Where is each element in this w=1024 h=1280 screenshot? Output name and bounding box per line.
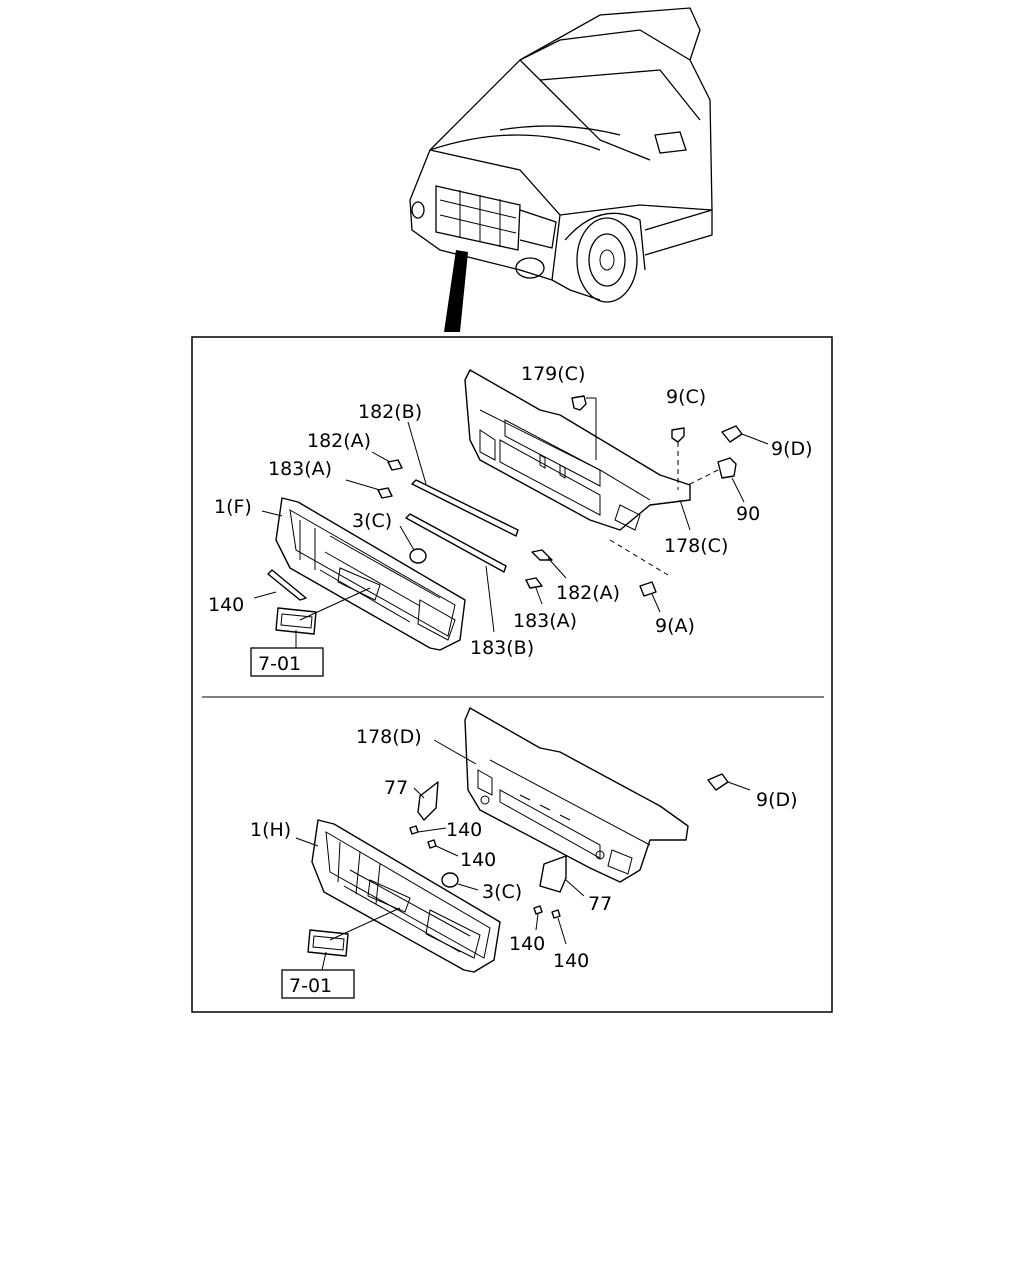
ref-label-top: 7-01: [258, 653, 301, 675]
label-140-a: 140: [446, 819, 482, 841]
part-9a-screw: [609, 539, 669, 613]
label-77-bottom: 77: [588, 893, 612, 915]
label-140-d: 140: [553, 950, 589, 972]
label-182b: 182(B): [358, 401, 422, 423]
part-182a-upper: [387, 459, 403, 471]
label-9a: 9(A): [655, 615, 695, 637]
label-77-top: 77: [384, 777, 408, 799]
part-90-nut: [687, 457, 745, 503]
badge-top: [275, 587, 371, 648]
part-183a-upper: [377, 487, 393, 499]
label-183a-top: 183(A): [268, 458, 332, 480]
ref-box-top: [250, 647, 324, 677]
part-178d-bracket: [433, 707, 689, 883]
part-182a-mid: [531, 549, 553, 561]
label-9d-bottom: 9(D): [756, 789, 798, 811]
ref-box-bottom: [281, 969, 355, 999]
label-182a-top: 182(A): [307, 430, 371, 452]
diagram-frame: [191, 336, 833, 1013]
part-140-clip-b: [427, 839, 437, 849]
part-1f-grille: [261, 497, 466, 651]
part-3c-emblem-top: [399, 525, 427, 564]
label-1f: 1(F): [214, 496, 252, 518]
part-77-pad-top: [417, 781, 439, 821]
badge-bottom: [307, 907, 401, 971]
part-140-clip-a: [409, 825, 419, 835]
label-90: 90: [736, 503, 760, 525]
label-1h: 1(H): [250, 819, 291, 841]
part-140-clip-c: [533, 905, 543, 915]
label-140-c: 140: [509, 933, 545, 955]
part-182b-moulding: [411, 479, 519, 537]
label-9c: 9(C): [666, 386, 706, 408]
label-3c-top: 3(C): [352, 510, 392, 532]
label-183b: 183(B): [470, 637, 534, 659]
part-178c-bracket: [464, 369, 691, 531]
part-140-strip-top: [267, 569, 307, 601]
label-9d-top: 9(D): [771, 438, 813, 460]
part-9d-screw-top: [721, 425, 769, 445]
part-77-pad-bottom: [539, 855, 567, 893]
part-179c-clip: [571, 395, 597, 460]
vehicle-illustration: [409, 7, 713, 332]
label-179c: 179(C): [521, 363, 585, 385]
part-183a-mid: [525, 577, 543, 589]
part-9c-screw: [671, 427, 685, 490]
label-3c-bottom: 3(C): [482, 881, 522, 903]
ref-label-bottom: 7-01: [289, 975, 332, 997]
part-3c-emblem-bottom: [441, 872, 479, 891]
part-9d-screw-bottom: [707, 773, 751, 791]
part-183b-moulding: [405, 513, 507, 573]
label-178c: 178(C): [664, 535, 728, 557]
part-labels: 179(C) 9(C) 182(B) 182(A) 9(D) 183(A) 90…: [208, 363, 813, 999]
label-140-b: 140: [460, 849, 496, 871]
label-140-top: 140: [208, 594, 244, 616]
label-178d: 178(D): [356, 726, 422, 748]
label-182a-mid: 182(A): [556, 582, 620, 604]
part-140-clip-d: [551, 909, 561, 919]
part-1h-grille: [295, 819, 501, 973]
label-183a-mid: 183(A): [513, 610, 577, 632]
